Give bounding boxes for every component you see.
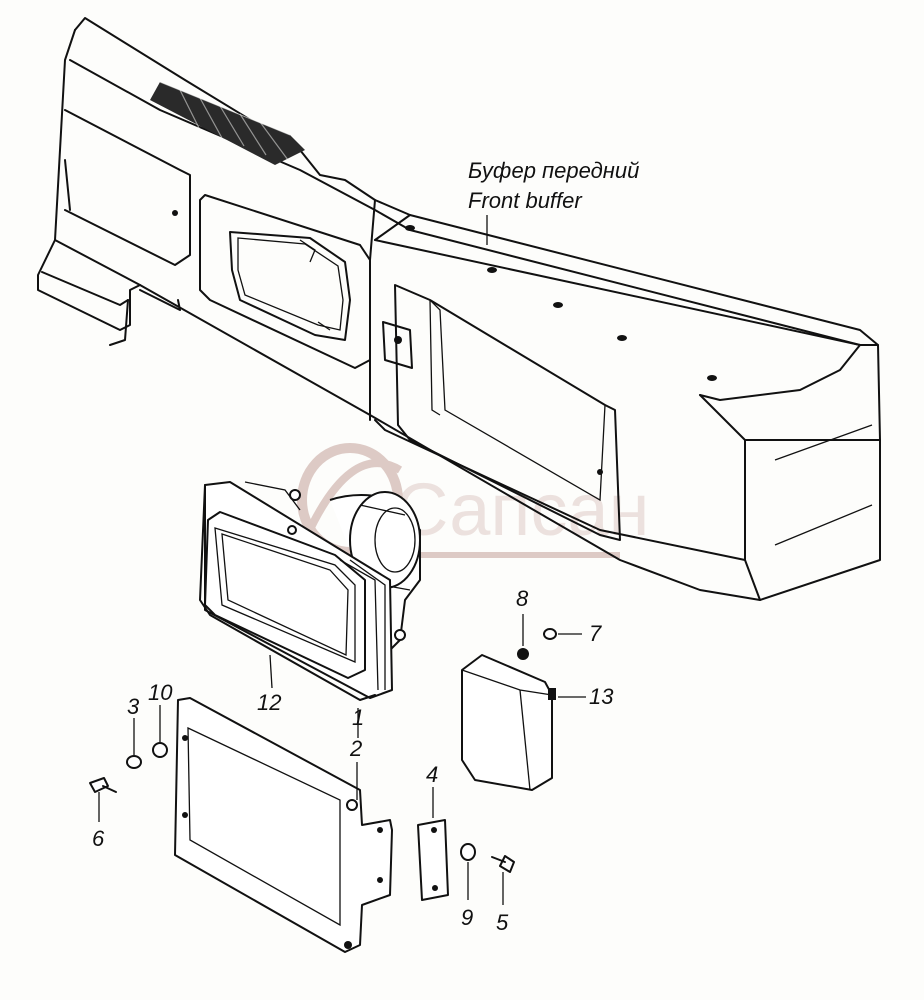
fasteners (89, 628, 557, 873)
callout-2: 2 (349, 736, 362, 761)
washer-10 (152, 742, 168, 758)
callout-4: 4 (426, 762, 438, 787)
callout-12: 12 (257, 690, 281, 715)
callout-8: 8 (516, 586, 529, 611)
callout-10: 10 (148, 680, 173, 705)
buffer-title-en: Front buffer (468, 188, 583, 213)
headlamp-assembly (199, 481, 421, 701)
callout-6: 6 (92, 826, 105, 851)
nut-7 (543, 628, 557, 640)
washer-9 (460, 843, 476, 861)
front-buffer (37, 17, 881, 601)
callout-3: 3 (127, 694, 140, 719)
bolt-holes (172, 210, 717, 475)
callout-7: 7 (589, 621, 602, 646)
callout-5: 5 (496, 910, 509, 935)
callout-13: 13 (589, 684, 614, 709)
side-lamp (461, 654, 556, 791)
headlamp-frame (174, 697, 393, 953)
nut-3 (126, 755, 142, 769)
nut-8 (517, 648, 529, 660)
callout-labels: 1 2 3 4 5 6 7 8 9 10 12 13 (92, 586, 614, 935)
plate (417, 819, 449, 901)
buffer-title-ru: Буфер передний (468, 158, 639, 183)
bolt-6 (89, 777, 117, 793)
grille-hatch (150, 81, 305, 165)
callout-1: 1 (352, 705, 364, 730)
bolt-5 (491, 855, 515, 873)
leader-lines (98, 614, 586, 905)
callout-9: 9 (461, 905, 473, 930)
